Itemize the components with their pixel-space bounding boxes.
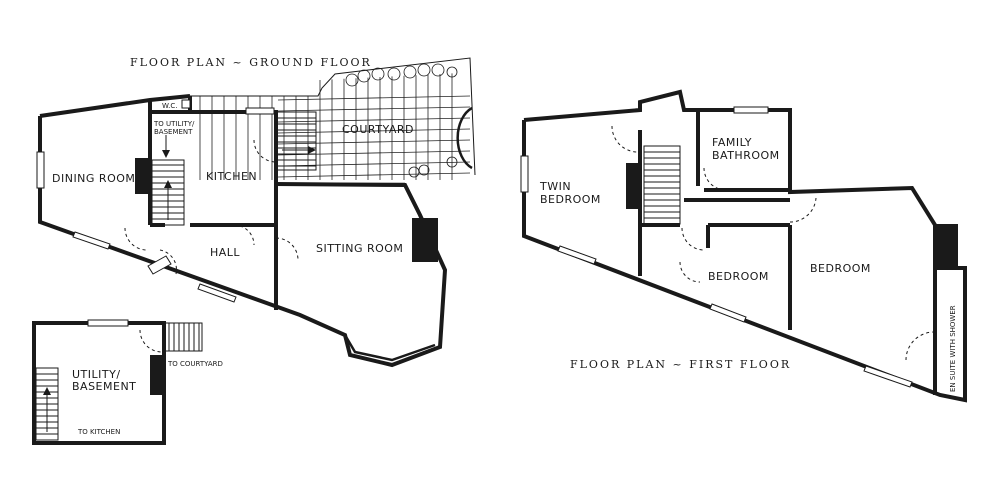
hall-window [197, 283, 237, 303]
bedroom-chimney [934, 224, 958, 268]
twin-label-2: BEDROOM [540, 193, 601, 206]
bay-window [343, 334, 436, 362]
family-label-1: FAMILY [712, 136, 752, 149]
dining-window [36, 151, 45, 189]
courtyard-feature [456, 106, 473, 170]
ground-outer-wall [38, 116, 448, 368]
twin-door [611, 125, 641, 153]
dining-south-window [72, 231, 111, 250]
bedroom-door [789, 197, 817, 223]
basement-steps-courtyard [139, 322, 203, 353]
dining-room-label: DINING ROOM [52, 172, 135, 185]
hall-label: HALL [210, 246, 240, 259]
courtyard-steps [275, 111, 317, 171]
family-label-2: BATHROOM [712, 149, 780, 162]
twin-south-window [557, 245, 597, 265]
wc-window [181, 99, 191, 109]
ground-stairs [151, 159, 185, 226]
to-courtyard-label: TO COURTYARD [167, 360, 223, 368]
to-utility-label-2: BASEMENT [154, 128, 193, 136]
ensuite-door [905, 331, 935, 361]
first-outer-wall [522, 89, 967, 403]
twin-chimney [626, 163, 640, 209]
sitting-room-label: SITTING ROOM [316, 242, 403, 255]
courtyard-shrubs [345, 63, 458, 178]
courtyard-paving [190, 62, 474, 184]
small-bedroom-door-2 [679, 261, 701, 283]
ensuite-label: EN SUITE WITH SHOWER [949, 305, 957, 392]
kitchen-label: KITCHEN [206, 170, 257, 183]
basement-steps-kitchen [35, 367, 59, 441]
sitting-chimney [412, 218, 438, 262]
ground-floor-plan: FLOOR PLAN ~ GROUND FLOOR [36, 56, 476, 368]
small-bedroom-door [681, 227, 705, 251]
utility-label-2: BASEMENT [72, 380, 136, 393]
ground-floor-title: FLOOR PLAN ~ GROUND FLOOR [130, 56, 372, 69]
wc-label: W.C. [162, 102, 177, 110]
bathroom-door [703, 167, 727, 191]
bathroom-window [733, 106, 769, 114]
first-floor-title: FLOOR PLAN ~ FIRST FLOOR [570, 358, 791, 371]
courtyard-boundary [190, 57, 476, 176]
twin-label-1: TWIN [539, 180, 571, 193]
kitchen-door [233, 224, 255, 246]
courtyard-door [253, 139, 277, 163]
first-floor-plan: FLOOR PLAN ~ FIRST FLOOR [520, 89, 967, 403]
to-utility-label-1: TO UTILITY/ [153, 120, 195, 128]
to-kitchen-label: TO KITCHEN [77, 428, 120, 436]
courtyard-label: COURTYARD [342, 123, 414, 136]
small-bedroom-window [709, 303, 747, 323]
twin-window [520, 155, 529, 193]
front-door-leaf [147, 255, 172, 275]
bedroom-large-label: BEDROOM [810, 262, 871, 275]
kitchen-window [245, 107, 275, 115]
basement-chimney [150, 355, 162, 395]
dining-chimney [135, 158, 149, 194]
basement-plan: UTILITY/ BASEMENT TO COURTYARD TO KITCHE… [32, 319, 223, 445]
bedroom-small-label: BEDROOM [708, 270, 769, 283]
bedroom-window [863, 365, 913, 388]
utility-label-1: UTILITY/ [72, 368, 121, 381]
first-stairs [643, 145, 681, 225]
sitting-room-door [275, 237, 299, 261]
dining-door [124, 227, 149, 251]
basement-window [87, 319, 129, 327]
